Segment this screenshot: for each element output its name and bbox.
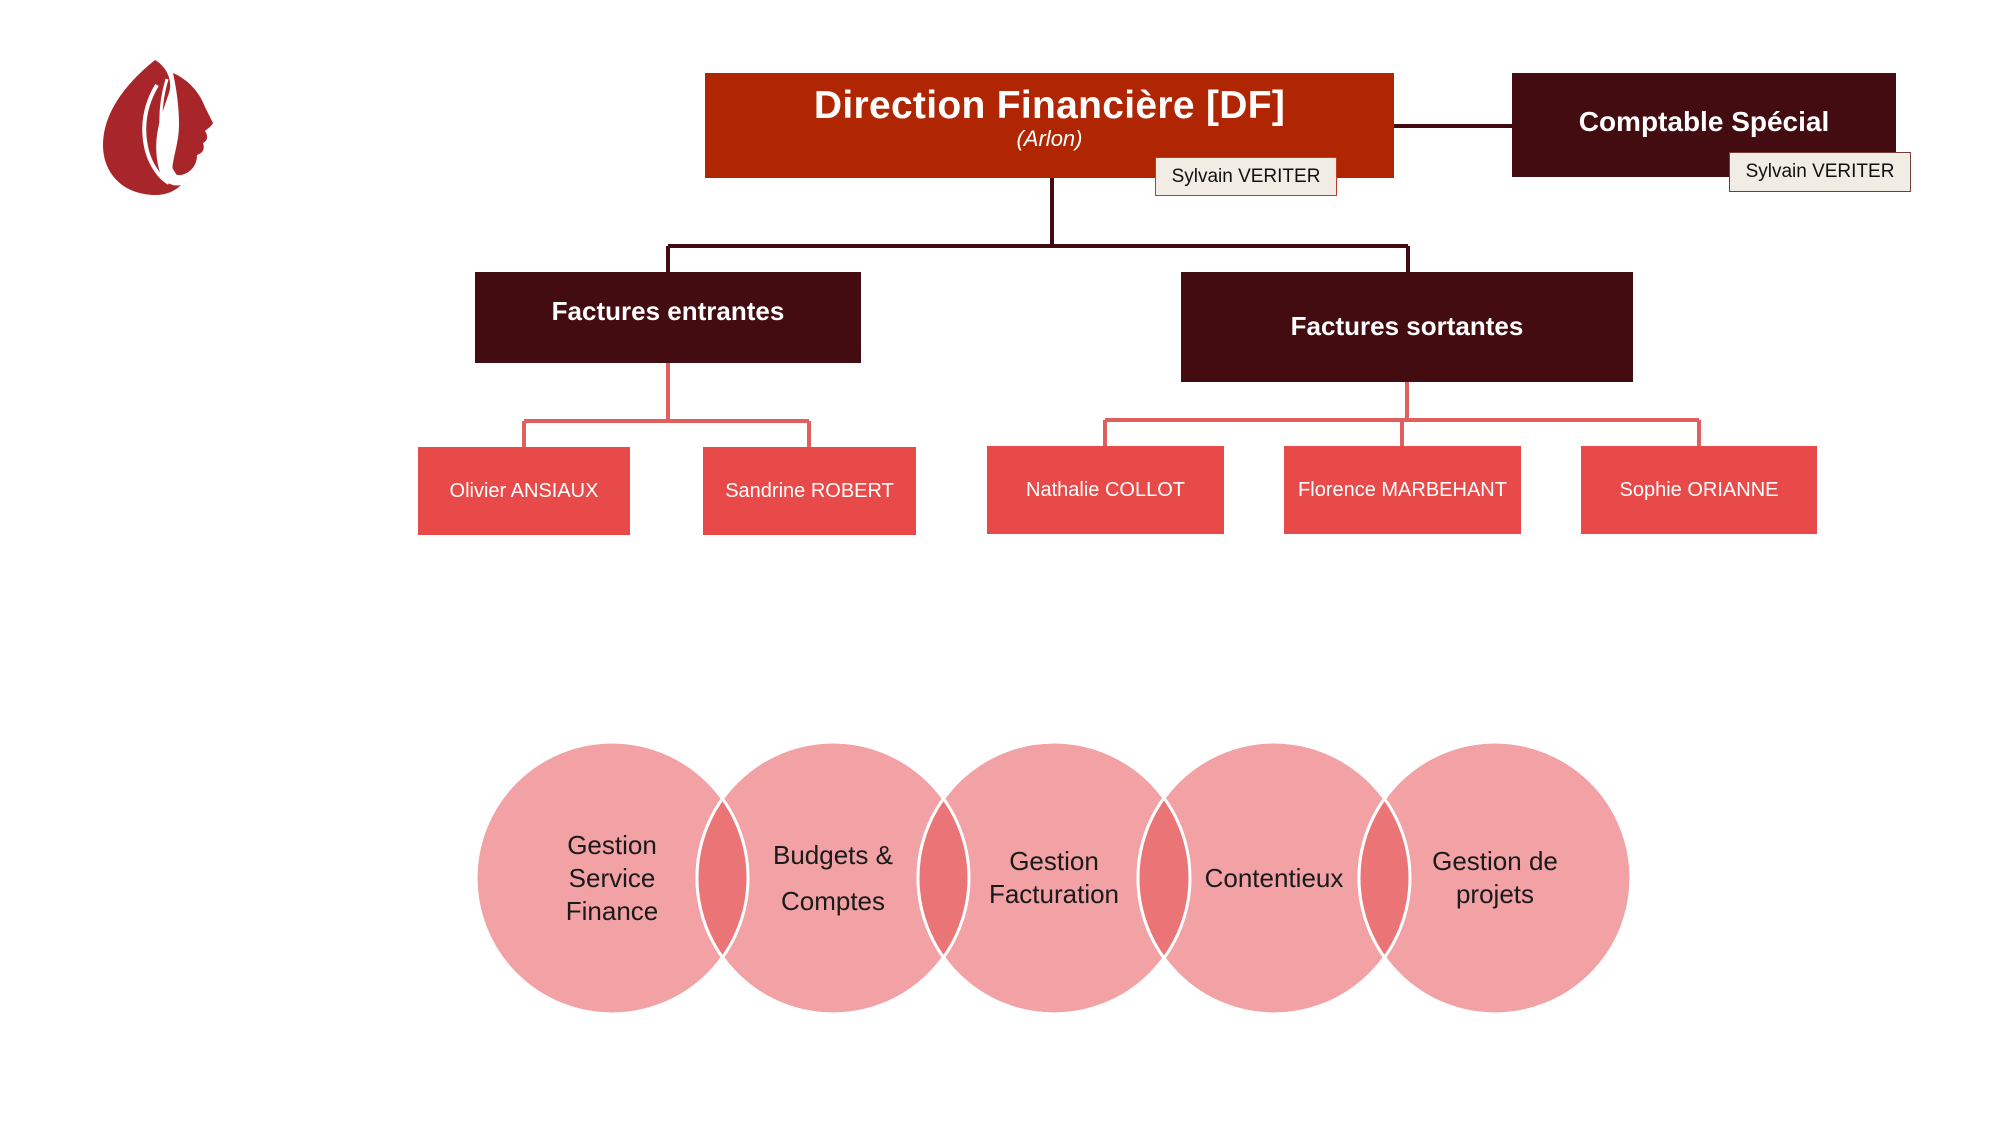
group-title: Factures entrantes [551,296,785,326]
activity-label: Gestion Service Finance [565,829,659,926]
comptable-special-title: Comptable Spécial [1578,106,1830,137]
member-box: Sophie ORIANNE [1581,446,1817,534]
comptable-special-person-tag: Sylvain VERITER [1729,152,1911,192]
direction-location: (Arlon) [1016,125,1083,151]
activity-label: Contentieux [1204,862,1344,893]
activity-label: Gestion de projets [1432,846,1558,909]
activity-label: Budgets & Comptes [773,840,893,916]
member-box: Olivier ANSIAUX [418,447,630,535]
org-chart-connectors [522,124,1701,447]
member-box: Florence MARBEHANT [1284,446,1521,534]
group-factures-sortantes: Factures sortantes [1181,272,1633,382]
organization-logo-icon [103,60,213,195]
group-factures-entrantes: Factures entrantes [475,272,861,363]
group-title: Factures sortantes [1290,310,1524,341]
member-box: Sandrine ROBERT [703,447,916,535]
activity-label: Gestion Facturation [988,846,1120,909]
direction-title: Direction Financière [DF] [813,83,1286,127]
direction-person-tag: Sylvain VERITER [1155,157,1337,196]
member-box: Nathalie COLLOT [987,446,1224,534]
